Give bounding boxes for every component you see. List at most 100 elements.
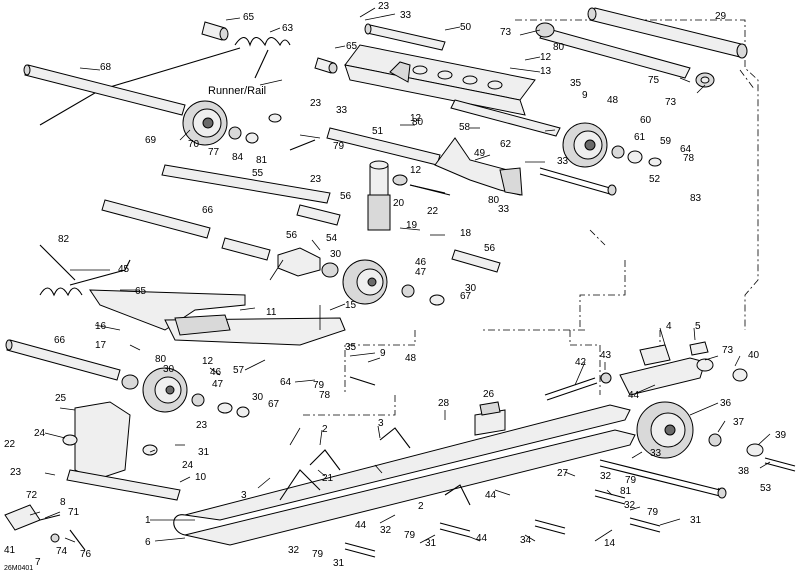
- callout-9: 9: [582, 90, 588, 101]
- callout-11: 11: [266, 307, 277, 318]
- slider-pad-26: [474, 401, 506, 436]
- callout-78: 78: [319, 390, 331, 401]
- shaft-50: [364, 23, 446, 51]
- callout-14: 14: [604, 538, 616, 549]
- callout-30: 30: [252, 392, 264, 403]
- callout-23: 23: [378, 1, 390, 12]
- callout-33: 33: [400, 10, 412, 21]
- callout-7: 7: [35, 557, 41, 568]
- callout-21: 21: [322, 473, 334, 484]
- callout-73: 73: [665, 97, 677, 108]
- callout-33: 33: [650, 448, 662, 459]
- callout-74: 74: [56, 546, 68, 557]
- callout-22: 22: [427, 206, 439, 217]
- callout-24: 24: [34, 428, 46, 439]
- callout-57: 57: [233, 365, 245, 376]
- callout-35: 35: [345, 342, 357, 353]
- front-hardware-41: [4, 504, 86, 551]
- callout-60: 60: [640, 115, 652, 126]
- callout-48: 48: [607, 95, 619, 106]
- callout-66: 66: [202, 205, 214, 216]
- callout-79: 79: [313, 380, 325, 391]
- reference-code: 26M0401: [4, 565, 33, 572]
- callout-5: 5: [695, 321, 701, 332]
- callout-25: 25: [55, 393, 67, 404]
- callout-34: 34: [520, 535, 532, 546]
- callout-64: 64: [680, 144, 692, 155]
- callout-45: 45: [118, 264, 130, 275]
- callout-44: 44: [476, 533, 488, 544]
- callout-6: 6: [145, 537, 151, 548]
- callout-72: 72: [26, 490, 38, 501]
- callout-62: 62: [500, 139, 512, 150]
- sleeves-65: [201, 21, 338, 74]
- callout-63: 63: [282, 23, 294, 34]
- bracket-54: [277, 247, 321, 277]
- callout-30: 30: [163, 364, 175, 375]
- callout-71: 71: [68, 507, 80, 518]
- callout-30: 30: [465, 283, 477, 294]
- callout-28: 28: [438, 398, 450, 409]
- axle-75: [535, 22, 715, 88]
- callout-31: 31: [333, 558, 345, 569]
- callout-61: 61: [634, 132, 646, 143]
- small-bolts: [289, 139, 661, 558]
- assembly-guide-lines: [300, 19, 759, 416]
- bolt-53: [599, 457, 796, 499]
- callout-76: 76: [80, 549, 92, 560]
- callout-79: 79: [404, 530, 416, 541]
- callout-17: 17: [95, 340, 107, 351]
- callout-4: 4: [666, 321, 672, 332]
- callout-8: 8: [60, 497, 66, 508]
- callout-39: 39: [775, 430, 787, 441]
- callout-41: 41: [4, 545, 16, 556]
- callout-49: 49: [474, 148, 486, 159]
- callout-51: 51: [372, 126, 384, 137]
- callout-32: 32: [288, 545, 300, 556]
- callout-66: 66: [54, 335, 66, 346]
- callout-54: 54: [326, 233, 338, 244]
- callout-19: 19: [406, 220, 418, 231]
- callout-37: 37: [733, 417, 745, 428]
- callout-58: 58: [459, 122, 471, 133]
- swing-arm-11: [89, 289, 346, 346]
- callout-77: 77: [208, 147, 220, 158]
- callout-44: 44: [355, 520, 367, 531]
- callout-48: 48: [405, 353, 417, 364]
- callout-31: 31: [690, 515, 702, 526]
- adjuster-40: [619, 341, 748, 396]
- callout-79: 79: [647, 507, 659, 518]
- idler-wheel-70: [182, 100, 282, 146]
- callout-79: 79: [333, 141, 345, 152]
- callout-73: 73: [722, 345, 734, 356]
- callout-16: 16: [95, 321, 107, 332]
- callout-2: 2: [418, 501, 424, 512]
- bolt-52: [539, 167, 617, 196]
- callout-12: 12: [410, 165, 422, 176]
- callout-31: 31: [198, 447, 210, 458]
- callout-26: 26: [483, 389, 495, 400]
- callout-83: 83: [690, 193, 702, 204]
- callout-81: 81: [620, 486, 632, 497]
- callout-46: 46: [415, 257, 427, 268]
- callout-13: 13: [540, 66, 552, 77]
- callout-32: 32: [380, 525, 392, 536]
- callout-29: 29: [715, 11, 727, 22]
- rod-66-lower: [5, 339, 121, 381]
- callout-50: 50: [460, 22, 472, 33]
- callout-47: 47: [212, 379, 224, 390]
- callout-82: 82: [58, 234, 70, 245]
- callout-56: 56: [340, 191, 352, 202]
- callout-23: 23: [10, 467, 22, 478]
- callout-12: 12: [410, 113, 422, 124]
- axle-29: [587, 7, 748, 59]
- callout-64: 64: [280, 377, 292, 388]
- callout-33: 33: [498, 204, 510, 215]
- callout-65: 65: [243, 12, 255, 23]
- callout-70: 70: [188, 139, 200, 150]
- callout-42: 42: [575, 357, 587, 368]
- rear-wheel-36: [636, 401, 764, 459]
- callout-32: 32: [600, 471, 612, 482]
- section-label: Runner/Rail: [208, 85, 266, 97]
